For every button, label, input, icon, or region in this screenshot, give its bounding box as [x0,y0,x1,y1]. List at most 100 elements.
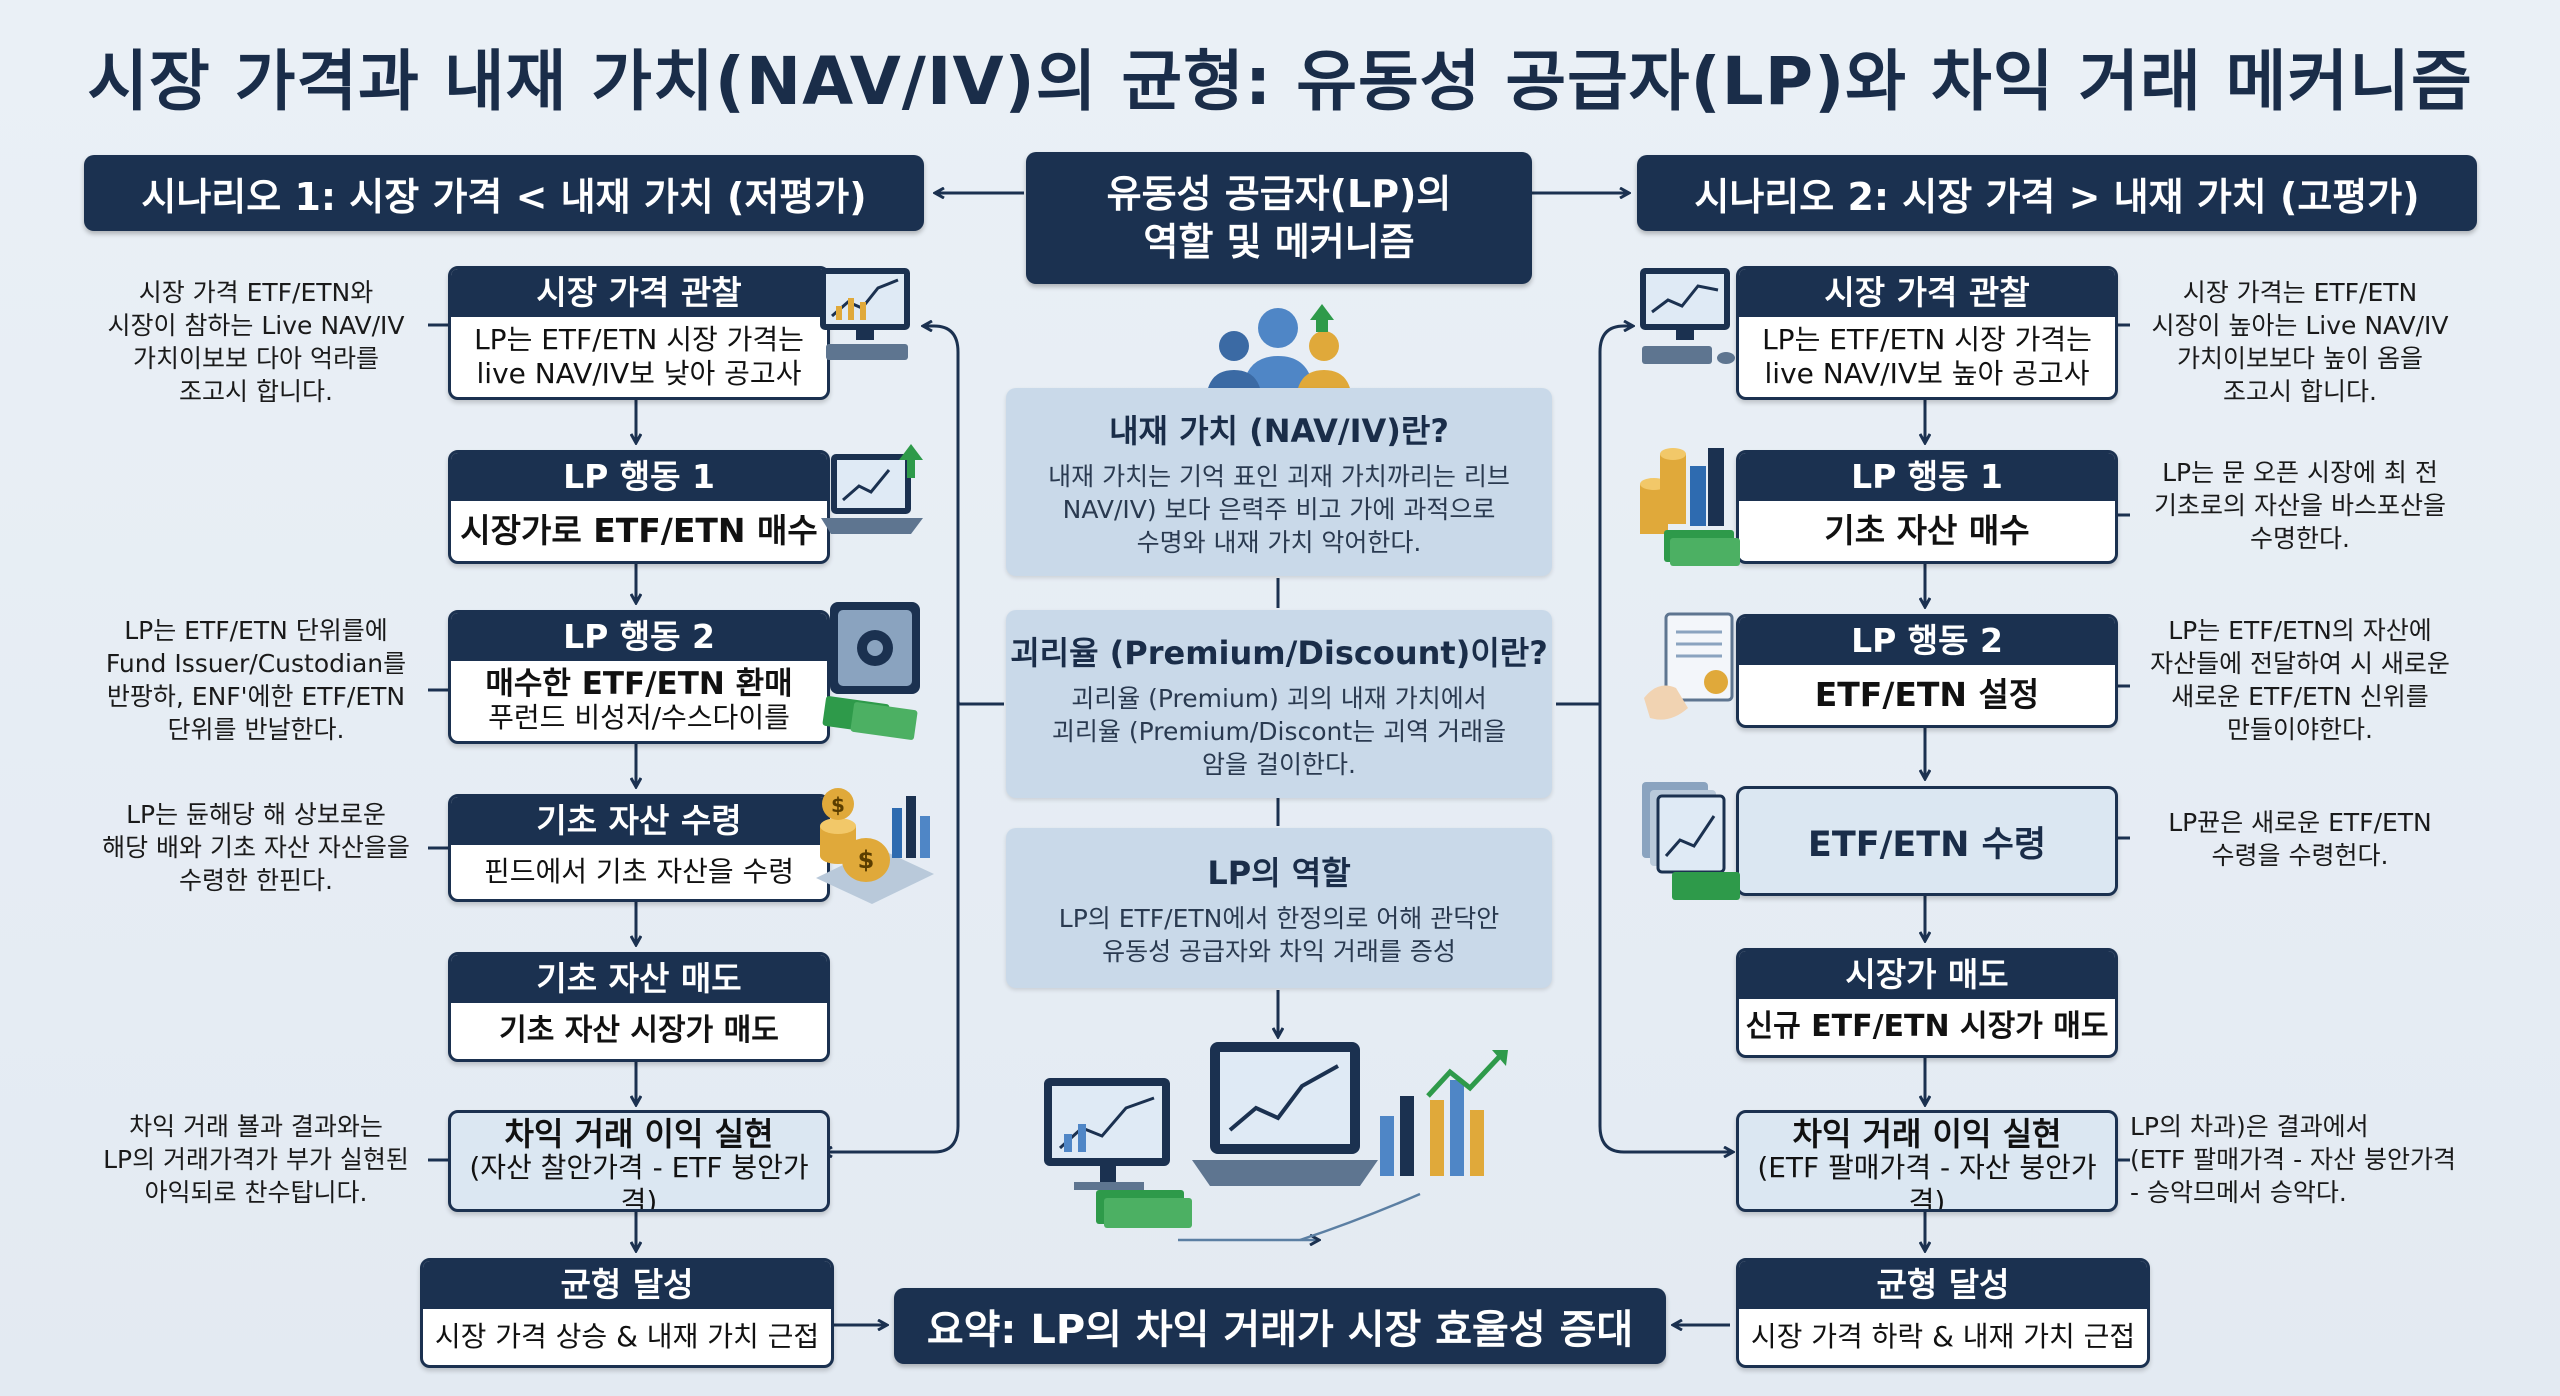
step-title: 균형 달성 [1739,1261,2147,1309]
step-title: 기초 자산 매도 [451,955,827,1003]
step-body: live NAV/IV보 낮아 공고사 [476,357,802,390]
step-body: LP는 ETF/ETN 시장 가격는 [1762,323,2092,356]
step-title: 기초 자산 수령 [451,797,827,845]
scenario2-header: 시나리오 2: 시장 가격 > 내재 가치 (고평가) [1637,155,2477,231]
center-header-line2: 역할 및 메커니즘 [1143,220,1415,264]
step-title: LP 행동 1 [451,453,827,501]
note-line: 시장이 참하는 Live NAV/IV [107,311,405,340]
document-seal-icon [1644,612,1734,720]
monitor-chart-icon [820,268,910,360]
step-body: live NAV/IV보 높아 공고사 [1764,357,2090,390]
premium-text-2: 괴리율 (Premium/Discont는 괴역 거래을 [1051,716,1507,746]
nav-text-1: 내재 가치는 기억 표인 괴재 가치까리는 리브 [1048,461,1510,491]
note-line: LP는 ETF/ETN 단위를에 [124,616,388,645]
step-body: 시장가로 ETF/ETN 매수 [460,511,818,550]
s2-step-receive: ETF/ETN 수령 [1736,786,2118,896]
step-body: 핀드에서 기초 자산을 수령 [483,855,795,888]
laptop-finance-icon [1044,1042,1508,1228]
note-line: 수령한 한핀다. [179,866,333,895]
note-line: 시장이 높아는 Live NAV/IV [2151,311,2449,340]
s2-step-profit: 차익 거래 이익 실현(ETF 팔매가격 - 자산 붕안가격) [1736,1110,2118,1212]
step-title: 시장 가격 관찰 [451,269,827,317]
lp-role-panel: LP의 역할 LP의 ETF/ETN에서 한정의로 어해 관닥안 유동성 공급자… [1006,828,1552,988]
coin-stack-icon [1640,448,1740,566]
note-line: 차익 거래 뵬과 결과와는 [129,1112,383,1141]
note-line: 가치이보보다 높이 옴을 [2177,344,2423,373]
step-body: 시장 가격 상승 & 내재 가치 근접 [434,1320,820,1353]
note-line: 해당 배와 기초 자산 자산을을 [102,833,410,862]
s1-step-receive: 기초 자산 수령 핀드에서 기초 자산을 수령 [448,794,830,902]
laptop-up-arrow-icon [821,444,923,534]
s2-step-equilibrium: 균형 달성 시장 가격 하락 & 내재 가치 근접 [1736,1258,2150,1368]
summary-banner: 요약: LP의 차익 거래가 시장 효율성 증대 [894,1288,1666,1364]
s2-note-profit: LP의 차과)은 결과에서(ETF 팔매가격 - 자산 붕안가격- 승악므메서 … [2130,1110,2470,1209]
step-body: 푸런드 비성저/수스다이를 [488,701,790,734]
note-line: LP는 문 오픈 시장에 최 전 [2162,458,2438,487]
note-line: 수령을 수령헌다. [2211,841,2389,870]
premium-title: 괴리율 (Premium/Discount)이란? [1010,633,1548,672]
note-line: 시장 가격 ETF/ETN와 [138,278,374,307]
page-title: 시장 가격과 내재 가치(NAV/IV)의 균형: 유동성 공급자(LP)와 차… [87,43,2473,120]
lp-role-text-2: 유동성 공급자와 차익 거래를 증성 [1102,937,1456,966]
step-body: (자산 찰안가격 - ETF 붕안가격) [469,1151,809,1212]
note-line: 기초로의 자산을 바스포산을 [2154,491,2446,520]
note-line: 만들이야한다. [2227,715,2373,744]
note-line: - 승악므메서 승악다. [2130,1178,2347,1207]
step-title: 시장 가격 관찰 [1739,269,2115,317]
nav-definition-panel: 내재 가치 (NAV/IV)란? 내재 가치는 기억 표인 괴재 가치까리는 리… [1006,388,1552,576]
s2-step-action2: LP 행동 2 ETF/ETN 설정 [1736,614,2118,728]
monitor-chart-icon [1640,268,1735,364]
note-line: 반팡하, ENF'에한 ETF/ETN [106,682,406,711]
step-title: 시장가 매도 [1739,951,2115,999]
step-title: 균형 달성 [423,1261,831,1309]
step-body: 기초 자산 시장가 매도 [499,1013,779,1048]
note-line: LP는 ETF/ETN의 자산에 [2168,616,2432,645]
step-body: ETF/ETN 설정 [1814,675,2040,714]
nav-text-2: NAV/IV) 보다 은력주 비고 가에 과적으로 [1062,494,1496,524]
step-title: LP 행동 2 [451,613,827,661]
note-line: 가치이보보 다아 억라를 [133,344,379,373]
note-line: 조고시 합니다. [2223,377,2377,406]
center-header: 유동성 공급자(LP)의 역할 및 메커니즘 [1026,152,1532,284]
note-line: Fund Issuer/Custodian를 [105,649,407,678]
note-line: 단위를 반날한다. [167,715,345,744]
step-body: (ETF 팔매가격 - 자산 붕안가격) [1757,1151,2097,1212]
nav-title: 내재 가치 (NAV/IV)란? [1109,411,1449,450]
note-line: LP의 거래가격가 부가 실현된 [103,1145,409,1174]
step-title: 차익 거래 이익 실현 [504,1115,774,1153]
nav-text-3: 수명와 내재 가치 악어한다. [1136,527,1422,557]
premium-definition-panel: 괴리율 (Premium/Discount)이란? 괴리율 (Premium) … [1006,610,1552,798]
center-header-line1: 유동성 공급자(LP)의 [1106,172,1452,216]
s1-step-equilibrium: 균형 달성 시장 가격 상승 & 내재 가치 근접 [420,1258,834,1368]
s2-step-action1: LP 행동 1 기초 자산 매수 [1736,450,2118,564]
svg-text:$: $ [831,793,845,817]
step-body: 신규 ETF/ETN 시장가 매도 [1745,1009,2109,1044]
money-bags-icon: $ $ [816,788,934,904]
svg-text:$: $ [858,846,875,874]
note-line: LP는 듄해당 해 상보로운 [126,800,386,829]
step-title: 차익 거래 이익 실현 [1792,1115,2062,1153]
step-body: 매수한 ETF/ETN 환매 [485,666,793,702]
note-line: 자산들에 전달하여 시 새로운 [2150,649,2450,678]
s1-step-profit: 차익 거래 이익 실현(자산 찰안가격 - ETF 붕안가격) [448,1110,830,1212]
step-body: ETF/ETN 수령 [1807,824,2047,865]
scenario1-header: 시나리오 1: 시장 가격 < 내재 가치 (저평가) [84,155,924,231]
note-line: 아익되로 찬수탑니다. [144,1178,368,1207]
lp-role-title: LP의 역할 [1207,854,1351,892]
premium-text-3: 암을 걸이한다. [1202,749,1356,779]
step-title: LP 행동 2 [1739,617,2115,665]
s2-step-sell: 시장가 매도 신규 ETF/ETN 시장가 매도 [1736,948,2118,1058]
step-body: 기초 자산 매수 [1824,511,2030,550]
lp-role-text-1: LP의 ETF/ETN에서 한정의로 어해 관닥안 [1058,904,1500,933]
